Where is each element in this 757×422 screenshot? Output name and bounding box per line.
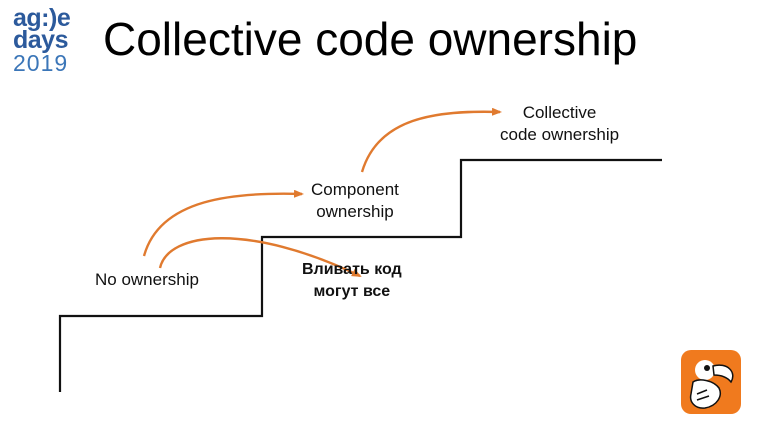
logo-line-2: days [13,26,68,54]
step-label-collective-line-2: code ownership [500,125,620,144]
step-label-component-line-2: ownership [316,202,394,221]
logo-year: 2019 [13,50,69,76]
step-label-collective-line-1: Collective [522,103,597,122]
slide-title: Collective code ownership [103,13,638,65]
arrow-to-annotation [158,237,362,278]
arrow-component-to-collective [360,107,502,173]
arrow-no-to-component [142,189,304,257]
staircase-line [58,158,662,392]
logo-line-1: ag:)e [13,4,71,32]
step-label-component-line-1: Component [311,180,399,199]
step-label-no-ownership: No ownership [95,270,199,289]
annotation-line-2: могут все [313,283,391,300]
step-label-collective-ownership: Collective code ownership [500,102,619,146]
annotation-everyone-can-merge: Вливать код могут все [302,259,402,303]
step-label-component-ownership: Component ownership [311,179,399,223]
agile-days-logo: ag:)e days 2019 [13,6,79,75]
annotation-line-1: Вливать код [302,261,402,278]
dodo-bird-logo-icon [681,350,741,414]
